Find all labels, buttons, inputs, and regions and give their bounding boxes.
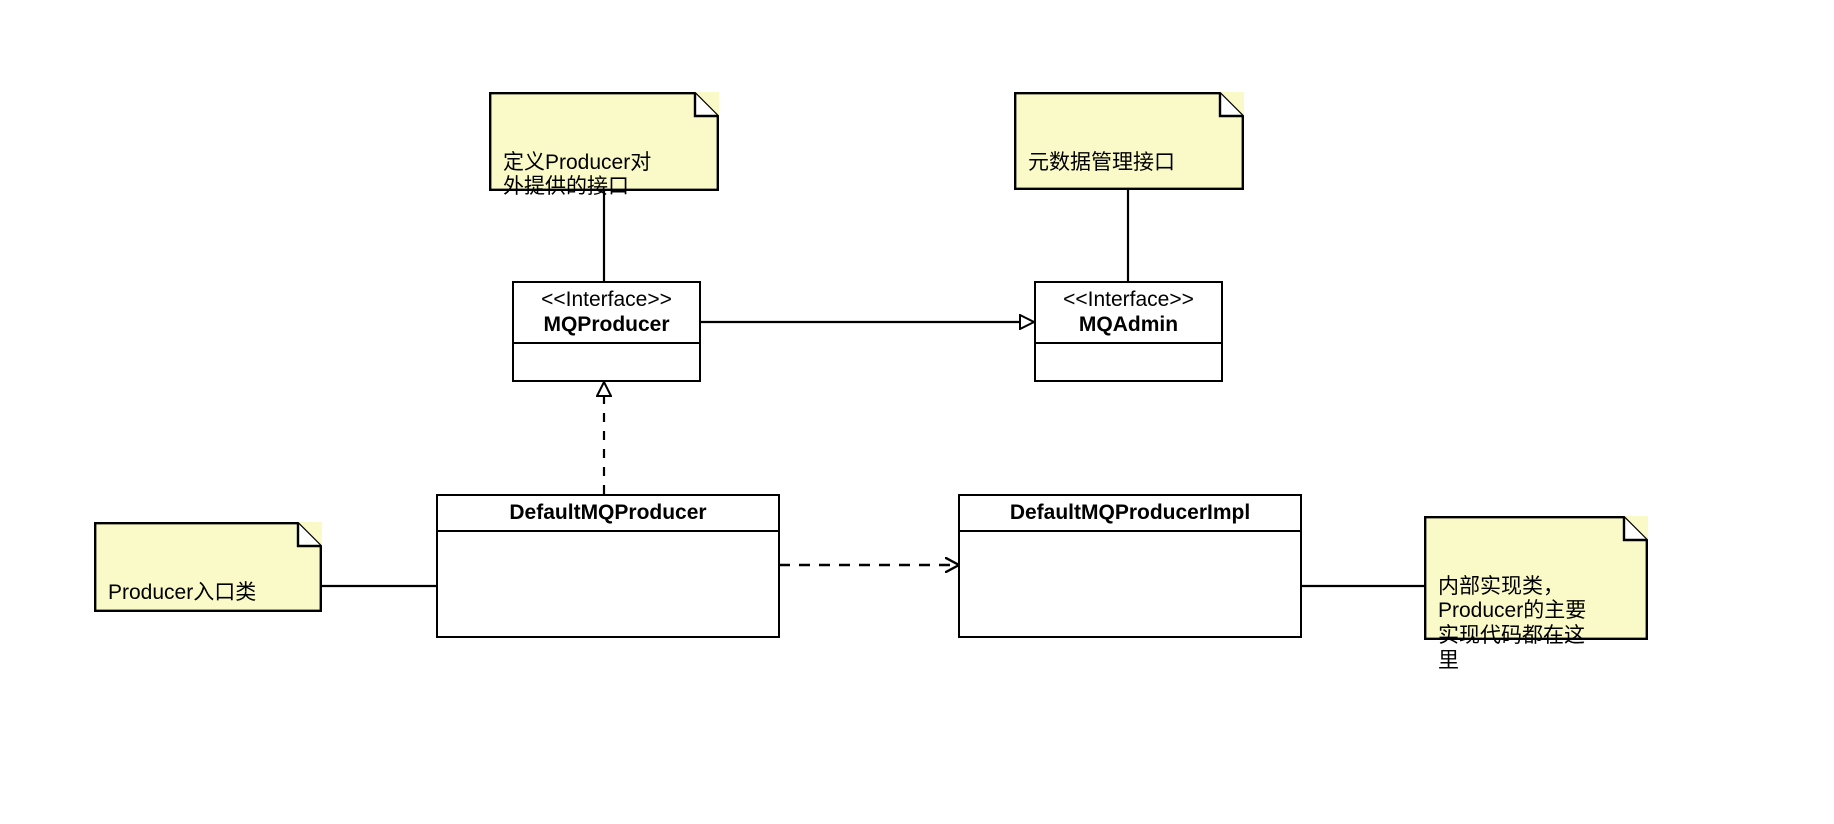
note-default-producer[interactable]: Producer入口类 xyxy=(94,522,322,612)
note-mqproducer[interactable]: 定义Producer对 外提供的接口 xyxy=(489,92,719,198)
note-default-producer-impl[interactable]: 内部实现类， Producer的主要 实现代码都在这 里 xyxy=(1424,516,1648,672)
classifier-mqadmin[interactable]: <<Interface>> MQAdmin xyxy=(1034,281,1223,382)
classifier-mqproducer-stereotype: <<Interface>> xyxy=(541,288,672,311)
classifier-mqproducer-name: MQProducer xyxy=(543,312,670,336)
note-shape-icon xyxy=(1014,92,1244,190)
classifier-defaultmqproducer[interactable]: DefaultMQProducer xyxy=(436,494,780,638)
note-mqproducer-text: 定义Producer对 外提供的接口 xyxy=(503,150,652,199)
note-default-producer-text: Producer入口类 xyxy=(108,580,257,604)
note-mqadmin-text: 元数据管理接口 xyxy=(1028,150,1175,174)
classifier-defaultmqproducer-header: DefaultMQProducer xyxy=(438,496,778,533)
classifier-defaultmqproducerimpl[interactable]: DefaultMQProducerImpl xyxy=(958,494,1302,638)
note-default-producer-impl-text: 内部实现类， Producer的主要 实现代码都在这 里 xyxy=(1438,574,1587,672)
classifier-mqproducer[interactable]: <<Interface>> MQProducer xyxy=(512,281,701,382)
classifier-defaultmqproducerimpl-members xyxy=(960,532,1300,636)
classifier-mqadmin-stereotype: <<Interface>> xyxy=(1063,288,1194,311)
classifier-mqproducer-header: <<Interface>> MQProducer xyxy=(514,283,699,344)
classifier-defaultmqproducerimpl-name: DefaultMQProducerImpl xyxy=(1009,501,1251,524)
classifier-mqproducer-members xyxy=(514,344,699,380)
classifier-mqadmin-members xyxy=(1036,344,1221,380)
classifier-defaultmqproducerimpl-header: DefaultMQProducerImpl xyxy=(960,496,1300,533)
classifier-mqadmin-name: MQAdmin xyxy=(1078,312,1179,336)
classifier-defaultmqproducer-members xyxy=(438,532,778,636)
classifier-defaultmqproducer-name: DefaultMQProducer xyxy=(509,501,707,524)
classifier-mqadmin-header: <<Interface>> MQAdmin xyxy=(1036,283,1221,344)
note-mqadmin[interactable]: 元数据管理接口 xyxy=(1014,92,1244,190)
